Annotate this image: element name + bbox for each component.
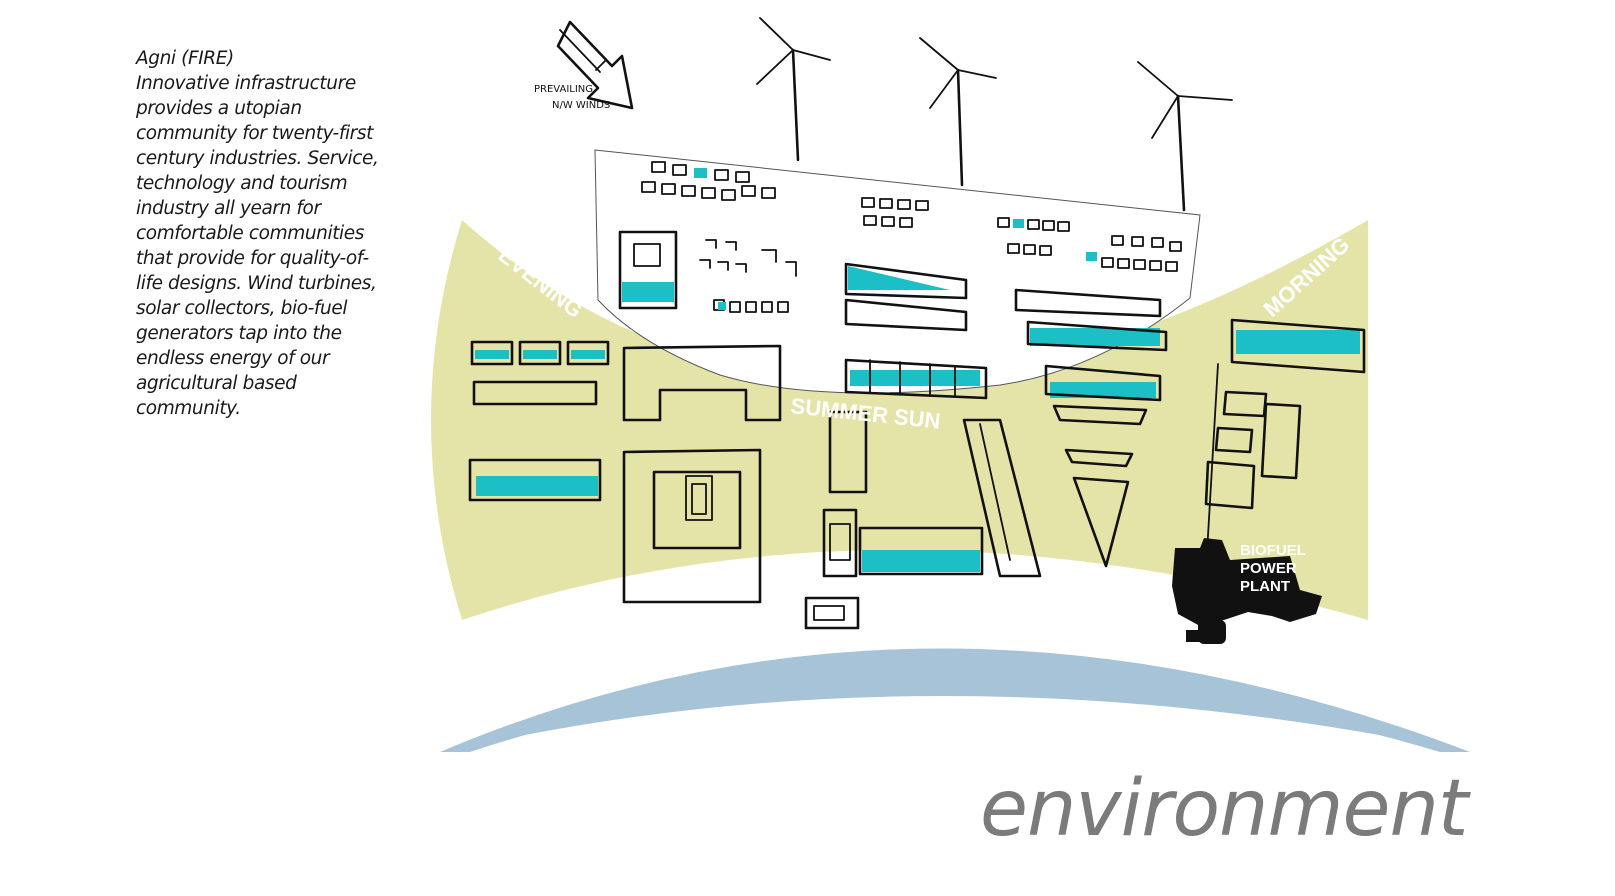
solar-building-northwest [618, 230, 678, 310]
description-text: Agni (FIRE) Innovative infrastructure prov… [136, 46, 396, 421]
description-line: life designs. Wind turbines, [136, 273, 377, 294]
description-line: community. [136, 398, 241, 419]
sun-path-band [431, 220, 1368, 620]
description-line: industry all yearn for [136, 198, 321, 219]
solar-rows-east [1014, 288, 1168, 568]
description-line: Agni (FIRE) [136, 48, 234, 69]
description-line: Innovative infrastructure [136, 73, 356, 94]
description-line: endless energy of our [136, 348, 330, 369]
block-plan-central [804, 410, 1042, 630]
winter-sun-label: WINTER SUN [866, 580, 1005, 605]
water-arc [440, 648, 1470, 752]
solar-rows-west [468, 340, 610, 502]
biofuel-label-line-1: BIOFUEL [1240, 542, 1306, 559]
wind-turbine-icon [756, 17, 831, 162]
biofuel-label-line-3: PLANT [1240, 578, 1290, 595]
page-title: environment [980, 764, 1468, 854]
description-line: comfortable communities [136, 223, 365, 244]
house-cluster-east [997, 217, 1182, 272]
biofuel-plant-icon [1172, 538, 1322, 644]
description-line: that provide for quality-of- [136, 248, 369, 269]
description-line: provides a utopian [136, 98, 302, 119]
solar-roofs-central [844, 262, 988, 400]
house-cluster-center [861, 197, 929, 228]
wind-arrow-icon [556, 20, 634, 110]
wind-turbine-icon [919, 37, 997, 187]
block-plan-west [622, 344, 782, 604]
biofuel-label-line-2: POWER [1240, 560, 1297, 577]
description-line: agricultural based [136, 373, 297, 394]
description-line: technology and tourism [136, 173, 348, 194]
description-line: generators tap into the [136, 323, 342, 344]
house-cluster-west [699, 239, 797, 313]
description-line: century industries. Service, [136, 148, 379, 169]
description-line: solar collectors, bio-fuel [136, 298, 348, 319]
block-plan-east [1204, 318, 1366, 571]
house-cluster-north [641, 161, 776, 201]
winds-note-line-2: N/W WINDS [552, 100, 610, 111]
wind-turbine-icon [1137, 61, 1233, 212]
description-line: community for twenty-first [136, 123, 373, 144]
winds-note-line-1: PREVAILING [534, 84, 593, 95]
